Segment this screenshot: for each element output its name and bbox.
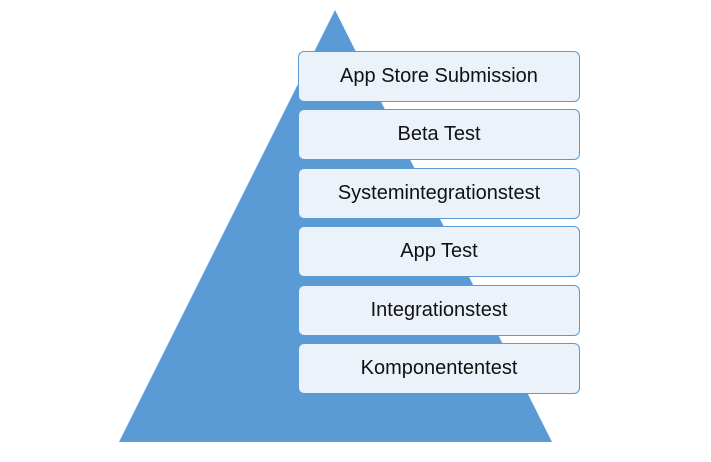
pyramid-levels: App Store Submission Beta Test Systemint… <box>298 51 580 394</box>
level-label: Integrationstest <box>370 298 508 321</box>
level-app-store-submission: App Store Submission <box>298 51 580 102</box>
level-label: Beta Test <box>397 123 481 146</box>
level-label: App Store Submission <box>340 65 538 87</box>
level-komponententest: Komponententest <box>298 342 580 394</box>
level-beta-test: Beta Test <box>298 109 580 161</box>
level-label: Systemintegrationstest <box>337 181 541 204</box>
level-systemintegrationstest: Systemintegrationstest <box>298 167 580 219</box>
level-integrationstest: Integrationstest <box>298 284 580 336</box>
level-label: Komponententest <box>360 356 518 379</box>
level-label: App Test <box>400 240 478 263</box>
level-app-test: App Test <box>298 226 580 278</box>
